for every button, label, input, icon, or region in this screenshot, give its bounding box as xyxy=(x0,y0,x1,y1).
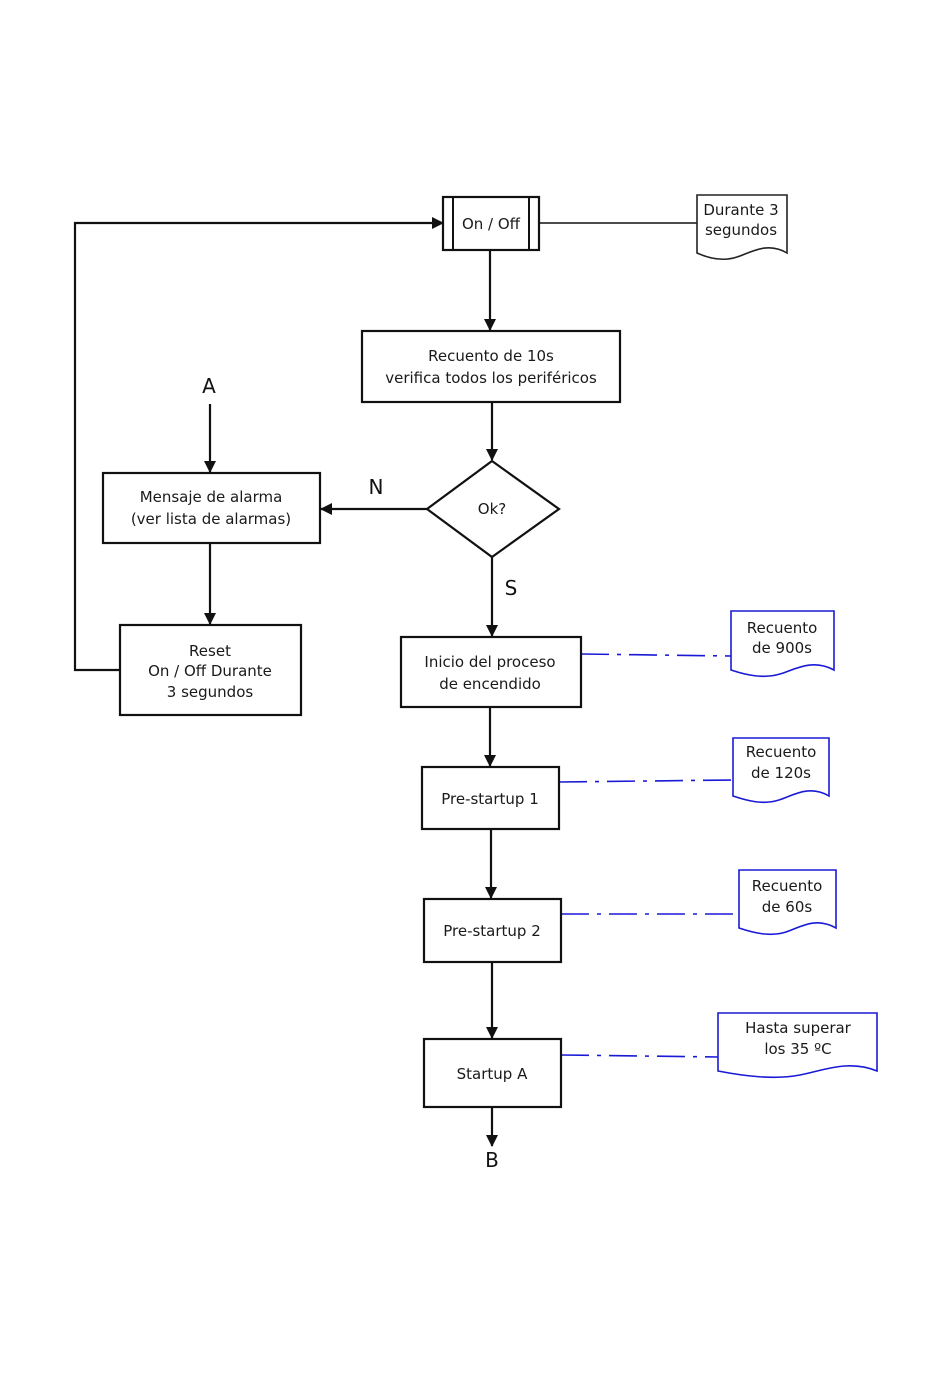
connector-label-a: A xyxy=(202,374,216,398)
note-recuento-60s: Recuento de 60s xyxy=(738,869,837,936)
onoff-label: On / Off xyxy=(462,215,521,233)
branch-label-n: N xyxy=(369,475,384,499)
reset-line2: On / Off Durante xyxy=(148,662,272,680)
node-pre-startup-2: Pre-startup 2 xyxy=(422,897,563,964)
node-pre-startup-1: Pre-startup 1 xyxy=(420,765,561,831)
reset-line1: Reset xyxy=(189,642,231,660)
note-recuento-120s: Recuento de 120s xyxy=(732,737,830,804)
note-120-line1: Recuento xyxy=(746,743,817,761)
node-startup-a: Startup A xyxy=(422,1037,563,1109)
note-durante-line2: segundos xyxy=(705,221,777,239)
node-onoff: On / Off xyxy=(441,195,541,252)
note-60-line2: de 60s xyxy=(762,898,813,916)
node-ok-decision: Ok? xyxy=(425,459,561,559)
recuento-10s-line1: Recuento de 10s xyxy=(428,347,554,365)
connectors xyxy=(73,217,739,1147)
branch-label-s: S xyxy=(505,576,518,600)
note-recuento-900s: Recuento de 900s xyxy=(730,610,835,678)
dashline-pre1-to-note xyxy=(558,779,734,783)
dashline-startup-to-note xyxy=(560,1054,719,1058)
ok-label: Ok? xyxy=(478,500,506,518)
note-hasta-line1: Hasta superar xyxy=(745,1019,852,1037)
note-hasta-line2: los 35 ºC xyxy=(764,1040,831,1058)
alarma-line2: (ver lista de alarmas) xyxy=(131,510,291,528)
node-reset: Reset On / Off Durante 3 segundos xyxy=(118,623,303,717)
note-durante-3-segundos: Durante 3 segundos xyxy=(696,194,788,261)
pre1-label: Pre-startup 1 xyxy=(441,790,539,808)
note-hasta-superar: Hasta superar los 35 ºC xyxy=(717,1012,878,1079)
alarma-line1: Mensaje de alarma xyxy=(140,488,283,506)
recuento-10s-line2: verifica todos los periféricos xyxy=(385,369,597,387)
node-mensaje-alarma: Mensaje de alarma (ver lista de alarmas) xyxy=(101,471,322,545)
arrow-reset-loop-to-onoff xyxy=(73,217,444,672)
startup-label: Startup A xyxy=(457,1065,528,1083)
note-60-line1: Recuento xyxy=(752,877,823,895)
dashline-inicio-to-note xyxy=(580,653,732,657)
pre2-label: Pre-startup 2 xyxy=(443,922,541,940)
node-recuento-10s: Recuento de 10s verifica todos los perif… xyxy=(360,329,622,404)
reset-line3: 3 segundos xyxy=(167,683,254,701)
note-durante-line1: Durante 3 xyxy=(703,201,778,219)
note-120-line2: de 120s xyxy=(751,764,811,782)
inicio-line2: de encendido xyxy=(439,675,541,693)
note-900-line2: de 900s xyxy=(752,639,812,657)
node-inicio-proceso: Inicio del proceso de encendido xyxy=(399,635,583,709)
note-900-line1: Recuento xyxy=(747,619,818,637)
inicio-line1: Inicio del proceso xyxy=(424,653,555,671)
connector-label-b: B xyxy=(485,1148,499,1172)
